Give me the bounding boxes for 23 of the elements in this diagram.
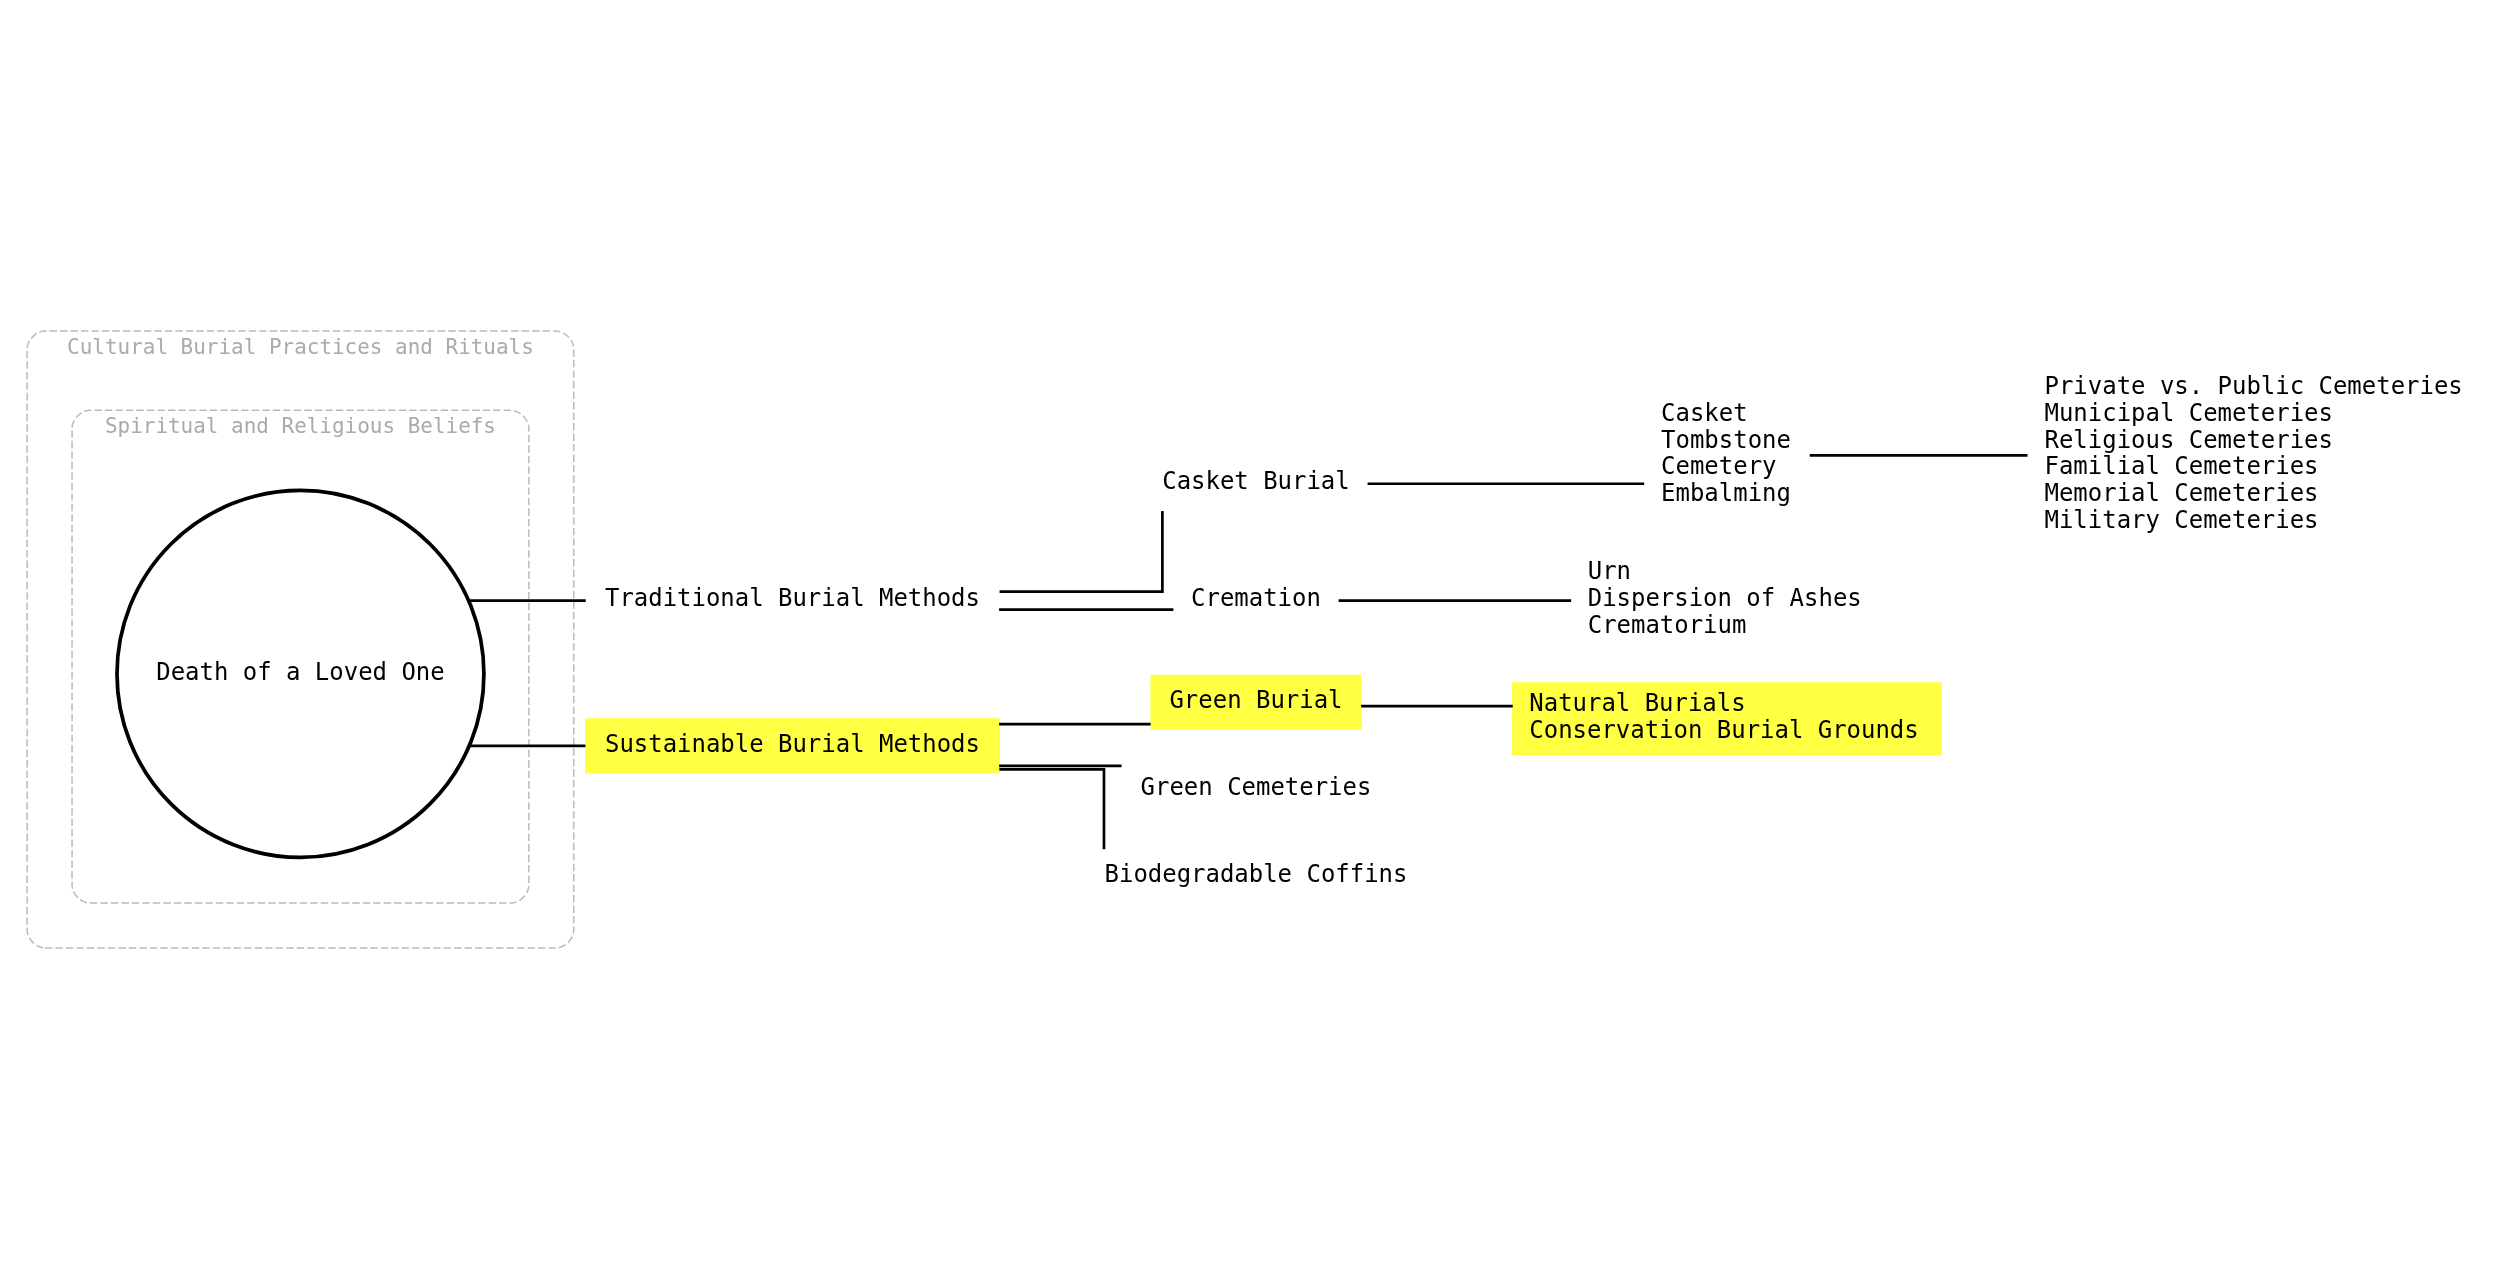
connector [999,763,1122,767]
connector [999,722,1151,725]
node-text: Cremation [1191,583,1321,612]
node-text: Casket Tombstone Cemetery Embalming [1661,398,1791,507]
node-box: Natural Burials Conservation Burial Grounds [1512,681,1942,756]
connector [469,744,586,747]
connector [999,607,1174,611]
connector [1809,453,2028,457]
node-text: Urn Dispersion of Ashes Crematorium [1587,556,1862,639]
connector [999,510,1164,593]
node-box: Green Burial [1150,674,1362,730]
node-circle: Death of a Loved One [115,488,486,859]
connector [1361,704,1513,707]
node-text: Casket Burial [1162,466,1350,495]
node-text: Green Cemeteries [1140,772,1372,801]
node-text: Traditional Burial Methods [604,583,980,612]
node-text: Private vs. Public Cemeteries Municipal Cemeteries Religious Cemeteries Familial Cemeteries Memorial Cemeteries Military Cemeteries [2044,371,2463,534]
node-text: Biodegradable Coffins [1104,859,1408,888]
connector [469,598,586,602]
connector [999,767,1106,849]
connector [1367,481,1645,485]
node-box: Sustainable Burial Methods [585,717,1000,774]
connector [1338,598,1572,602]
